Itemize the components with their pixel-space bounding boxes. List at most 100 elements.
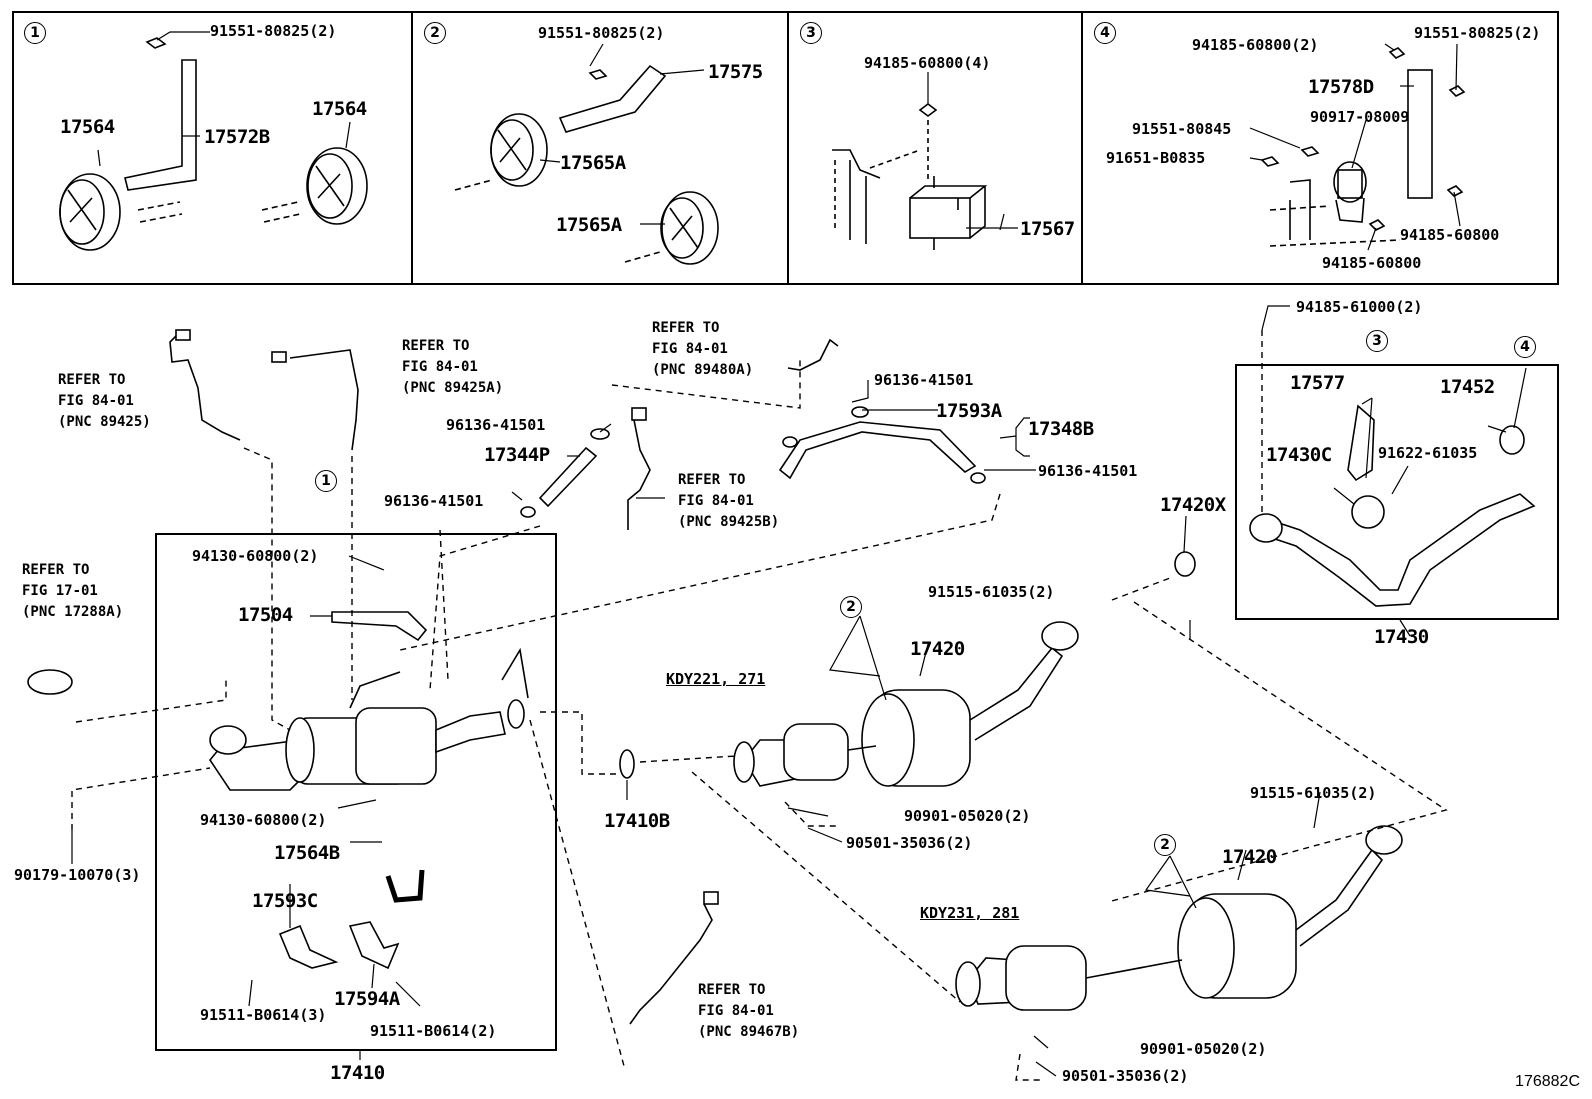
gasket-17410B <box>619 749 635 779</box>
hanger-rubber-17565A-a <box>490 113 548 187</box>
nut-icon <box>1446 185 1464 197</box>
callout-4: 4 <box>1514 336 1536 358</box>
part-label: 17594A <box>334 988 400 1010</box>
hose-17344P <box>538 446 598 508</box>
bolt-icon <box>1300 146 1320 157</box>
oxygen-sensor-89425B <box>627 419 651 530</box>
box-number-2: 2 <box>424 22 446 44</box>
gasket-17420X <box>1174 551 1196 577</box>
part-label: 17567 <box>1020 218 1075 240</box>
part-label: 17575 <box>708 61 763 83</box>
figure-id: 176882C <box>1515 1073 1580 1090</box>
part-label: 96136-41501 <box>384 492 484 510</box>
variant-label-kdy221: KDY221, 271 <box>666 670 766 688</box>
callout-2: 2 <box>840 596 862 618</box>
part-label: 17344P <box>484 444 550 466</box>
dashed-leaders <box>71 330 1448 1081</box>
part-label: 17565A <box>556 214 622 236</box>
part-label: 17593A <box>936 400 1002 422</box>
bracket-17578D <box>1407 69 1433 199</box>
part-label: 17420X <box>1160 494 1226 516</box>
oxygen-sensor-89480A <box>787 338 839 371</box>
part-label: 96136-41501 <box>1038 462 1138 480</box>
bracket-17594A <box>348 921 400 970</box>
part-label: 91511-B0614(3) <box>200 1006 327 1024</box>
part-label: 91515-61035(2) <box>928 583 1055 601</box>
part-label: 17564 <box>312 98 367 120</box>
reference-note: REFER TO FIG 84-01 (PNC 89425) <box>58 372 151 430</box>
hanger-rubber-17564-right <box>306 147 368 225</box>
part-label: 94185-60800(2) <box>1192 36 1319 54</box>
hanger-rubber-17565A-b <box>660 191 719 265</box>
part-label: 94185-60800 <box>1400 226 1500 244</box>
variant-label-kdy231: KDY231, 281 <box>920 904 1020 922</box>
oxygen-sensor-89467B <box>629 903 713 1025</box>
bolt-icon <box>588 69 608 80</box>
part-label: 94185-60800(4) <box>864 54 991 72</box>
catalytic-converter-17410 <box>209 647 529 791</box>
part-label: 17593C <box>252 890 318 912</box>
nut-icon <box>918 103 938 117</box>
part-label: 90901-05020(2) <box>1140 1040 1267 1058</box>
part-label: 17578D <box>1308 76 1374 98</box>
box-number-1: 1 <box>24 22 46 44</box>
u-bolt-17564B <box>385 869 425 903</box>
oxygen-sensor-89425A <box>289 349 359 451</box>
reference-note: REFER TO FIG 84-01 (PNC 89480A) <box>652 320 754 378</box>
box-number-4: 4 <box>1094 22 1116 44</box>
part-label: 17565A <box>560 152 626 174</box>
part-label: 96136-41501 <box>446 416 546 434</box>
part-label: 94130-60800(2) <box>192 547 319 565</box>
part-label: 90501-35036(2) <box>846 834 973 852</box>
callout-2: 2 <box>1154 834 1176 856</box>
part-label: 17452 <box>1440 376 1495 398</box>
clamp-17452 <box>1499 425 1525 455</box>
part-label: 94185-60800 <box>1322 254 1422 272</box>
part-label: 17564B <box>274 842 340 864</box>
part-label: 90179-10070(3) <box>14 866 141 884</box>
catalytic-assembly-frame <box>155 533 557 1051</box>
part-label: 94130-60800(2) <box>200 811 327 829</box>
solid-leaders <box>71 31 1527 1077</box>
part-label: 90901-05020(2) <box>904 807 1031 825</box>
box-number-3: 3 <box>800 22 822 44</box>
top-detail-boxes <box>12 11 1559 1051</box>
hanger-rubber-17564-left <box>59 173 121 251</box>
part-label: 17348B <box>1028 418 1094 440</box>
bolt-icon <box>1448 85 1466 97</box>
muffler-17420-kdy231 <box>955 825 1403 1011</box>
part-label: 90917-08009 <box>1310 108 1410 126</box>
part-label: 96136-41501 <box>874 371 974 389</box>
bolt-icon <box>145 37 167 49</box>
part-label: 17572B <box>204 126 270 148</box>
part-label: 91622-61035 <box>1378 444 1478 462</box>
detail-frame <box>12 11 1559 285</box>
tail-pipe-17430 <box>1249 404 1536 607</box>
reference-note: REFER TO FIG 84-01 (PNC 89425B) <box>678 472 780 530</box>
rubber-17430C <box>1351 495 1385 529</box>
part-label: 17577 <box>1290 372 1345 394</box>
part-label: 17430 <box>1374 626 1429 648</box>
muffler-17420-kdy221 <box>733 621 1079 787</box>
part-label: 91515-61035(2) <box>1250 784 1377 802</box>
bracket-17572B <box>124 59 197 191</box>
part-label: 17504 <box>238 604 293 626</box>
part-label: 17410B <box>604 810 670 832</box>
exhaust-mount-17567 <box>909 176 988 250</box>
gasket-17288A <box>27 669 73 695</box>
part-label: 91551-80825(2) <box>210 22 337 40</box>
reference-note: REFER TO FIG 84-01 (PNC 89467B) <box>698 982 800 1040</box>
reference-note: REFER TO FIG 84-01 (PNC 89425A) <box>402 338 504 396</box>
part-label: 17430C <box>1266 444 1332 466</box>
part-label: 17420 <box>1222 846 1277 868</box>
pipe-17348B <box>778 421 977 480</box>
rubber-mount-90917-08009 <box>1333 161 1367 223</box>
bracket-17575 <box>558 64 667 133</box>
part-label: 90501-35036(2) <box>1062 1067 1189 1085</box>
part-label: 91551-80825(2) <box>538 24 665 42</box>
tail-pipe-frame <box>1235 364 1559 620</box>
callout-3: 3 <box>1366 330 1388 352</box>
part-label: 17410 <box>330 1062 385 1084</box>
nut-icon <box>1388 47 1406 59</box>
part-label: 17420 <box>910 638 965 660</box>
